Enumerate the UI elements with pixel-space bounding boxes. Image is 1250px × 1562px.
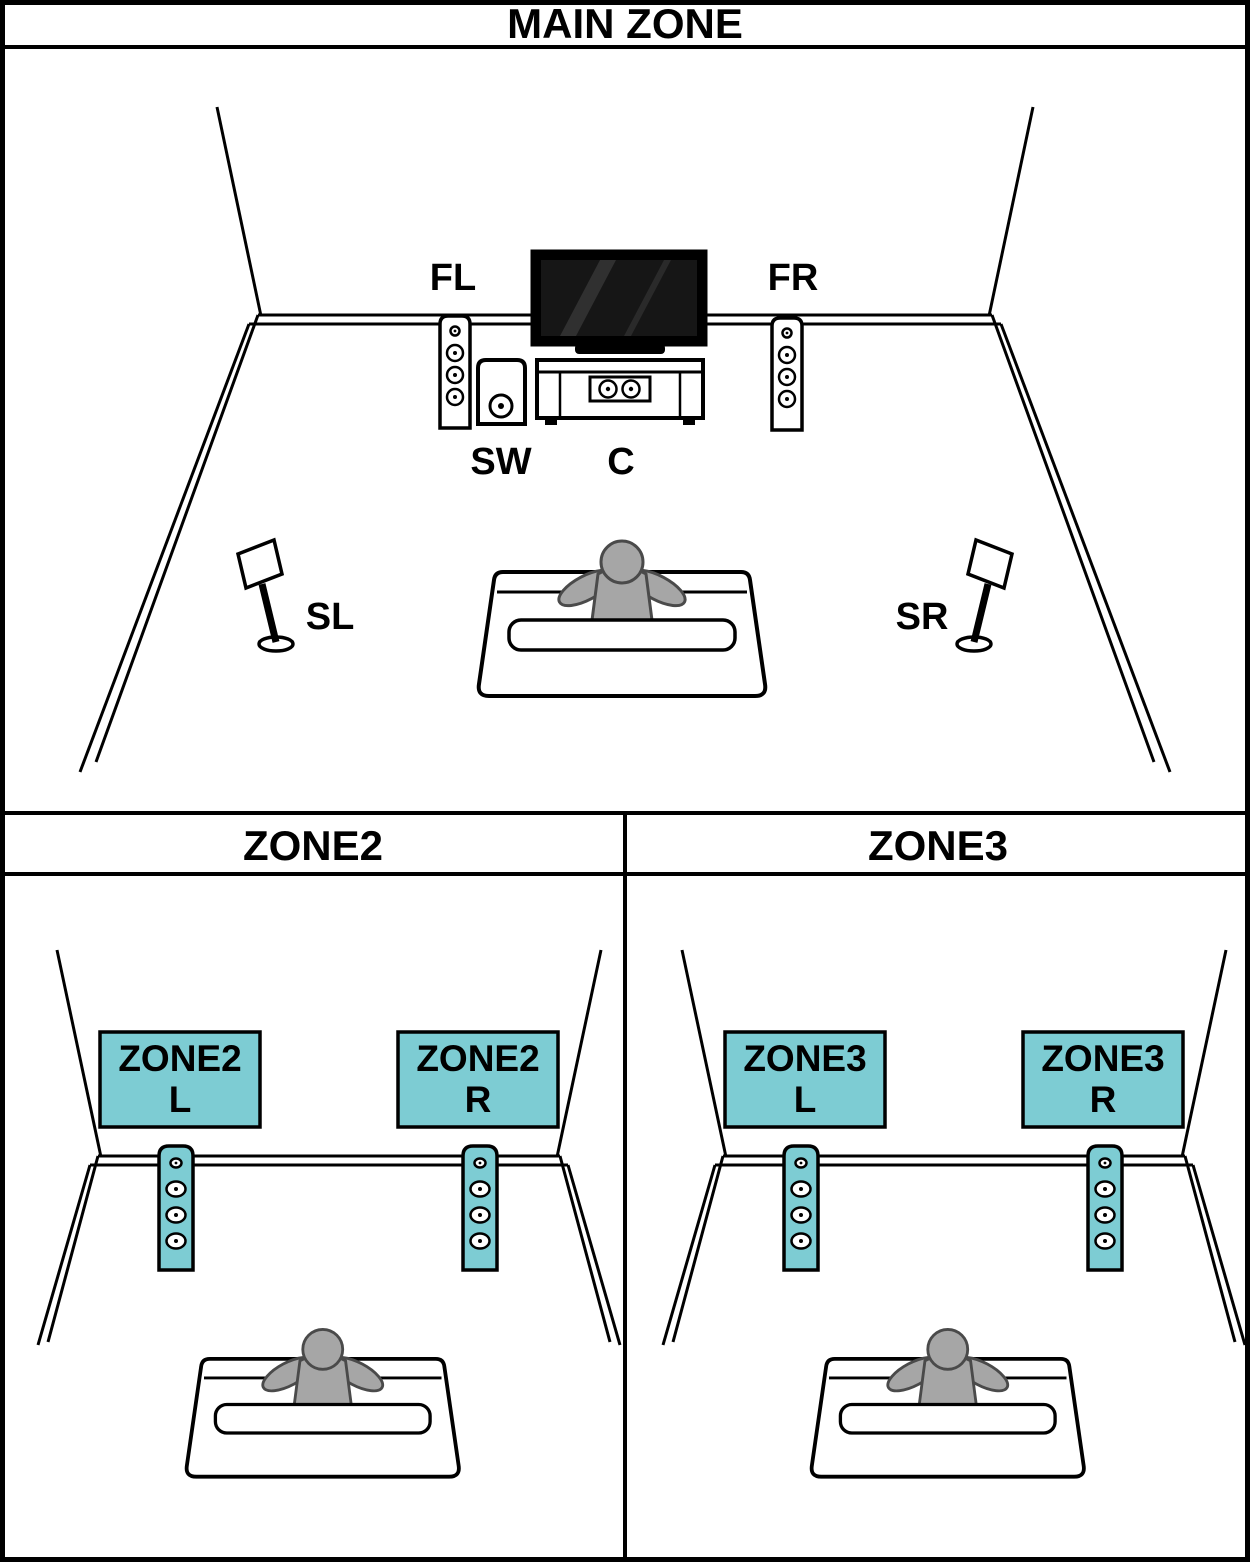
main-right-floor-line-inner <box>990 314 1156 763</box>
main-left-floor-line-outer <box>78 323 251 773</box>
main-right-wall-line <box>987 106 1035 317</box>
surround-right-label: SR <box>896 596 949 638</box>
subwoofer <box>476 358 527 426</box>
tv-screen-glare-2 <box>624 260 671 336</box>
main-right-floor-line-outer <box>999 323 1172 773</box>
tv-screen-glare <box>560 260 616 336</box>
zone3-left-label-line2: L <box>794 1079 817 1120</box>
surround-left-label: SL <box>306 596 355 638</box>
zone3-right-label-line2: R <box>1090 1079 1117 1120</box>
cabinet-foot-right <box>683 418 695 425</box>
front-left-label: FL <box>430 257 476 299</box>
main-left-floor-line-inner <box>94 314 260 763</box>
main-zone-sofa <box>476 539 768 698</box>
front-left-speaker <box>438 314 472 430</box>
zone2-right-label-line2: R <box>465 1079 492 1120</box>
tv-screen <box>541 260 697 336</box>
tv <box>530 249 708 354</box>
main-zone-title: MAIN ZONE <box>507 0 743 47</box>
zone3-title: ZONE3 <box>868 822 1008 869</box>
tv-cabinet <box>535 358 705 425</box>
zone2-left-label-line2: L <box>169 1079 192 1120</box>
surround-right-speaker <box>957 540 1012 651</box>
tv-stand-base <box>575 344 665 354</box>
center-label: C <box>607 441 634 483</box>
zone3-room <box>663 950 1245 1477</box>
zone2-title: ZONE2 <box>243 822 383 869</box>
zone3-right-label-line1: ZONE3 <box>1041 1038 1164 1079</box>
zone3-left-label-line1: ZONE3 <box>743 1038 866 1079</box>
zone2-right-label-line1: ZONE2 <box>416 1038 539 1079</box>
front-right-label: FR <box>768 257 819 299</box>
surround-left-speaker <box>238 540 293 651</box>
zone2-room <box>38 950 620 1477</box>
main-zone-room: FL FR SW C SL SR <box>78 106 1172 773</box>
cabinet-column-lines <box>558 372 682 418</box>
front-right-speaker <box>770 316 804 432</box>
zone2-left-label-line1: ZONE2 <box>118 1038 241 1079</box>
cabinet-foot-left <box>545 418 557 425</box>
subwoofer-label: SW <box>470 441 531 483</box>
main-left-wall-line <box>215 106 263 317</box>
